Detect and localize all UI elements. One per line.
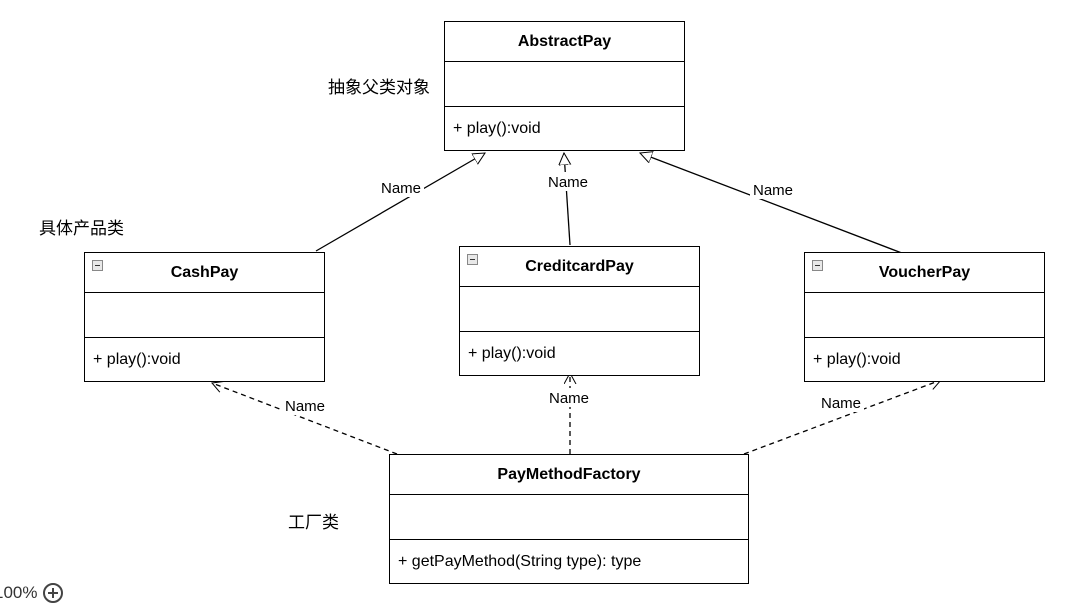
collapse-icon[interactable] [812, 260, 823, 271]
collapse-icon[interactable] [92, 260, 103, 271]
class-abstractpay-attributes [445, 62, 684, 107]
edge-label-factory-creditcard: Name [549, 390, 589, 407]
class-paymethodfactory[interactable]: PayMethodFactory + getPayMethod(String t… [389, 454, 749, 584]
edge-factory-to-cashpay[interactable] [212, 383, 398, 455]
class-cashpay-operation: + play():void [93, 350, 181, 368]
class-paymethodfactory-operation: + getPayMethod(String type): type [398, 552, 642, 570]
class-creditcardpay-attributes [460, 287, 699, 332]
class-cashpay-attributes [85, 293, 324, 338]
edge-label-creditcard-abstract: Name [548, 174, 588, 191]
class-paymethodfactory-name: PayMethodFactory [497, 465, 641, 483]
zoom-in-icon[interactable] [43, 583, 64, 603]
class-creditcardpay-operation: + play():void [468, 344, 556, 362]
zoom-level: 100% [0, 583, 38, 602]
label-concrete-products: 具体产品类 [39, 219, 124, 238]
zoom-control: 100% [0, 583, 64, 603]
class-creditcardpay-name: CreditcardPay [525, 257, 634, 275]
class-paymethodfactory-attributes [390, 495, 748, 540]
edge-voucherpay-to-abstractpay[interactable] [640, 153, 908, 256]
class-voucherpay-attributes [805, 293, 1044, 338]
edge-label-factory-cashpay: Name [285, 398, 325, 415]
class-abstractpay[interactable]: AbstractPay + play():void [444, 21, 685, 151]
class-cashpay[interactable]: CashPay + play():void [84, 252, 325, 382]
class-creditcardpay[interactable]: CreditcardPay + play():void [459, 246, 700, 376]
edge-label-cashpay-abstract: Name [381, 180, 421, 197]
label-abstract-parent: 抽象父类对象 [328, 78, 430, 97]
class-voucherpay[interactable]: VoucherPay + play():void [804, 252, 1045, 382]
class-abstractpay-name: AbstractPay [517, 32, 612, 50]
class-voucherpay-operation: + play():void [813, 350, 901, 368]
edge-factory-to-voucherpay[interactable] [743, 380, 941, 455]
collapse-icon[interactable] [467, 254, 478, 265]
edge-label-factory-voucher: Name [821, 395, 861, 412]
edge-cashpay-to-abstractpay[interactable] [315, 152, 485, 252]
edge-creditcardpay-to-abstractpay[interactable] [564, 153, 570, 246]
label-factory: 工厂类 [288, 513, 339, 532]
edge-label-voucher-abstract: Name [753, 182, 793, 199]
class-abstractpay-operation: + play():void [453, 119, 541, 137]
class-cashpay-name: CashPay [170, 263, 239, 281]
class-voucherpay-name: VoucherPay [878, 263, 971, 281]
